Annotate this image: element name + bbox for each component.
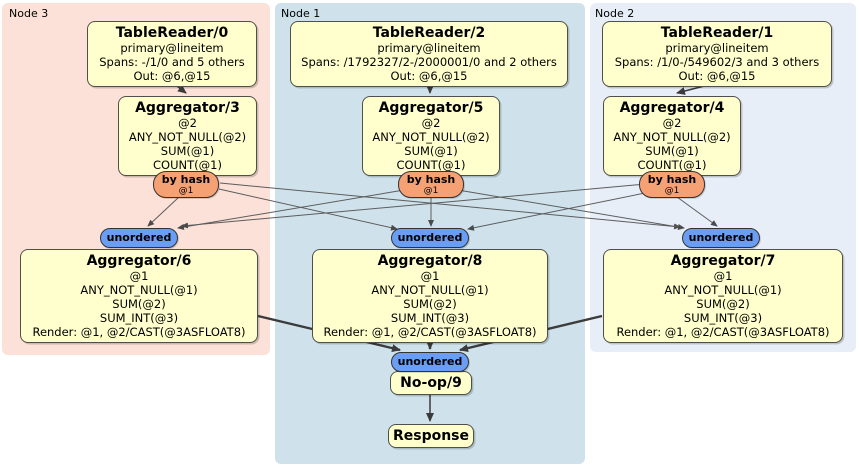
processor-title: Aggregator/6 bbox=[86, 253, 192, 269]
processor-aggregator-6: Aggregator/6 @1 ANY_NOT_NULL(@1) SUM(@2)… bbox=[20, 249, 258, 343]
processor-agg-fn: SUM(@1) bbox=[160, 144, 215, 158]
processor-agg-fn: ANY_NOT_NULL(@2) bbox=[613, 130, 731, 144]
edge-hash3-unord7 bbox=[219, 182, 681, 230]
processor-agg-fn: COUNT(@1) bbox=[396, 158, 466, 172]
router-by-hash-4: by hash @1 bbox=[639, 171, 705, 198]
processor-agg-fn: SUM(@2) bbox=[112, 297, 166, 311]
edge-hash4-unord6 bbox=[181, 183, 647, 229]
processor-render: Render: @1, @2/CAST(@3ASFLOAT8) bbox=[616, 325, 830, 339]
region-label-node-1: Node 1 bbox=[281, 7, 321, 20]
sync-label: unordered bbox=[397, 231, 463, 244]
processor-render: Render: @1, @2/CAST(@3ASFLOAT8) bbox=[32, 325, 246, 339]
sync-unordered-6: unordered bbox=[100, 228, 178, 248]
sync-unordered-7: unordered bbox=[682, 228, 760, 248]
edge-hash5-unord6 bbox=[177, 189, 405, 230]
processor-agg-fn: SUM_INT(@3) bbox=[390, 311, 470, 325]
sync-unordered-8: unordered bbox=[391, 228, 469, 248]
router-by-hash-3: by hash @1 bbox=[153, 171, 219, 198]
processor-tablereader-2: TableReader/2 primary@lineitem Spans: /1… bbox=[290, 21, 568, 87]
processor-agg-fn: SUM_INT(@3) bbox=[683, 311, 763, 325]
processor-title: Response bbox=[392, 428, 470, 444]
processor-agg-fn: SUM(@2) bbox=[403, 297, 457, 311]
processor-noop-9: No-op/9 bbox=[390, 371, 472, 395]
processor-title: TableReader/1 bbox=[660, 25, 774, 41]
processor-agg-fn: SUM(@2) bbox=[696, 297, 750, 311]
processor-index: primary@lineitem bbox=[120, 41, 224, 55]
processor-agg-fn: COUNT(@1) bbox=[153, 158, 222, 172]
router-label: by hash bbox=[647, 173, 697, 186]
region-label-node-2: Node 2 bbox=[595, 7, 635, 20]
processor-title: Aggregator/7 bbox=[670, 253, 776, 269]
processor-aggregator-5: Aggregator/5 @2 ANY_NOT_NULL(@2) SUM(@1)… bbox=[362, 96, 500, 176]
processor-out: Out: @6,@15 bbox=[133, 69, 211, 83]
processor-aggregator-4: Aggregator/4 @2 ANY_NOT_NULL(@2) SUM(@1)… bbox=[603, 96, 741, 176]
processor-spans: Spans: /1/0-/549602/3 and 3 others bbox=[614, 55, 820, 69]
processor-agg-fn: SUM(@1) bbox=[645, 144, 699, 158]
sync-label: unordered bbox=[397, 355, 463, 368]
router-hash-column: @1 bbox=[664, 186, 680, 196]
processor-agg-fn: COUNT(@1) bbox=[637, 158, 707, 172]
router-label: by hash bbox=[161, 173, 211, 186]
processor-agg-fn: SUM_INT(@3) bbox=[99, 311, 179, 325]
sync-label: unordered bbox=[688, 231, 754, 244]
processor-agg-fn: ANY_NOT_NULL(@1) bbox=[664, 283, 782, 297]
processor-agg-fn: ANY_NOT_NULL(@1) bbox=[371, 283, 489, 297]
router-label: by hash bbox=[406, 173, 456, 186]
edge-hash5-unord7 bbox=[457, 189, 685, 230]
processor-out: Out: @6,@15 bbox=[390, 69, 468, 83]
processor-agg-fn: SUM(@1) bbox=[404, 144, 458, 158]
processor-agg-fn: ANY_NOT_NULL(@2) bbox=[372, 130, 490, 144]
processor-spans: Spans: -/1/0 and 5 others bbox=[99, 55, 245, 69]
processor-agg-fn: ANY_NOT_NULL(@1) bbox=[80, 283, 198, 297]
processor-group-cols: @1 bbox=[420, 269, 440, 283]
processor-group-cols: @2 bbox=[421, 116, 441, 130]
router-hash-column: @1 bbox=[178, 186, 194, 196]
processor-index: primary@lineitem bbox=[377, 41, 481, 55]
processor-group-cols: @1 bbox=[129, 269, 149, 283]
processor-title: Aggregator/3 bbox=[135, 100, 240, 116]
edge-hash4-unord7 bbox=[676, 196, 718, 227]
router-hash-column: @1 bbox=[423, 186, 439, 196]
processor-title: TableReader/2 bbox=[372, 25, 486, 41]
processor-spans: Spans: /1792327/2-/2000001/0 and 2 other… bbox=[301, 55, 557, 69]
processor-index: primary@lineitem bbox=[665, 41, 769, 55]
processor-title: No-op/9 bbox=[400, 375, 462, 391]
region-label-node-3: Node 3 bbox=[9, 7, 49, 20]
edge-hash4-unord8 bbox=[467, 191, 651, 231]
edge-hash3-unord8 bbox=[218, 188, 398, 231]
processor-title: Aggregator/5 bbox=[378, 100, 484, 116]
processor-tablereader-0: TableReader/0 primary@lineitem Spans: -/… bbox=[87, 21, 257, 87]
processor-aggregator-7: Aggregator/7 @1 ANY_NOT_NULL(@1) SUM(@2)… bbox=[603, 249, 843, 343]
router-by-hash-5: by hash @1 bbox=[398, 171, 464, 198]
processor-response: Response bbox=[388, 424, 474, 448]
processor-aggregator-8: Aggregator/8 @1 ANY_NOT_NULL(@1) SUM(@2)… bbox=[312, 249, 548, 343]
processor-group-cols: @2 bbox=[662, 116, 682, 130]
processor-title: TableReader/0 bbox=[115, 25, 229, 41]
processor-out: Out: @6,@15 bbox=[678, 69, 756, 83]
processor-group-cols: @1 bbox=[713, 269, 733, 283]
sync-unordered-final: unordered bbox=[391, 352, 469, 372]
processor-title: Aggregator/4 bbox=[619, 100, 725, 116]
processor-render: Render: @1, @2/CAST(@3ASFLOAT8) bbox=[323, 325, 537, 339]
processor-group-cols: @2 bbox=[178, 116, 197, 130]
processor-title: Aggregator/8 bbox=[377, 253, 483, 269]
processor-aggregator-3: Aggregator/3 @2 ANY_NOT_NULL(@2) SUM(@1)… bbox=[118, 96, 257, 176]
processor-agg-fn: ANY_NOT_NULL(@2) bbox=[128, 130, 247, 144]
processor-tablereader-1: TableReader/1 primary@lineitem Spans: /1… bbox=[602, 21, 832, 87]
sync-label: unordered bbox=[106, 231, 172, 244]
edge-hash3-unord6 bbox=[147, 196, 180, 227]
